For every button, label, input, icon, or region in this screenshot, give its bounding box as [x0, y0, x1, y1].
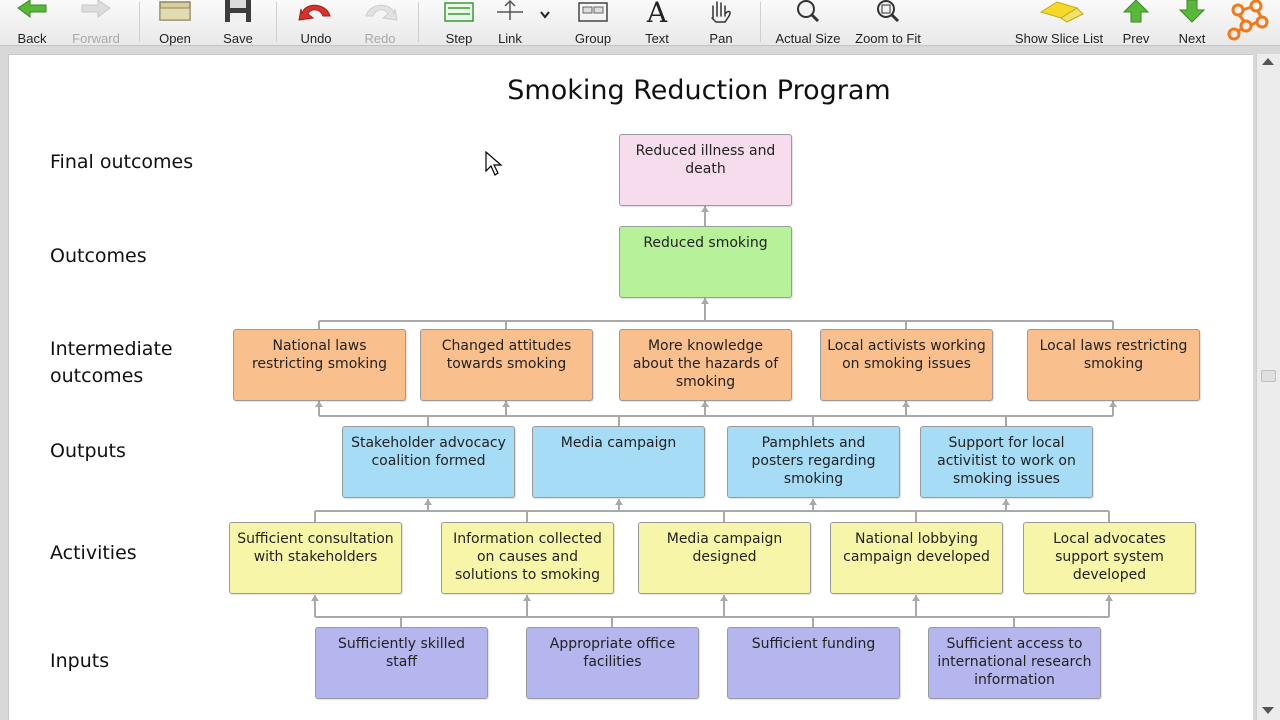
slice-list-icon	[1012, 0, 1106, 28]
magnifier-icon	[772, 0, 844, 28]
mouse-cursor-icon	[485, 150, 503, 181]
scrollbar-thumb[interactable]	[1261, 370, 1276, 382]
node-output[interactable]: Support for local activitist to work on …	[920, 426, 1093, 498]
back-button[interactable]: Back	[12, 0, 52, 46]
node-intermediate[interactable]: National laws restricting smoking	[233, 329, 406, 401]
node-input[interactable]: Sufficiently skilled staff	[315, 627, 488, 699]
redo-button[interactable]: Redo	[360, 0, 400, 46]
diagram-canvas[interactable]: Smoking Reduction Program Final outcomes…	[8, 54, 1253, 720]
prev-button[interactable]: Prev	[1118, 0, 1154, 46]
app-logo	[1226, 0, 1272, 46]
scroll-down-icon[interactable]	[1262, 707, 1274, 714]
arrow-left-icon	[12, 0, 52, 28]
next-button[interactable]: Next	[1174, 0, 1210, 46]
node-input[interactable]: Sufficient funding	[727, 627, 900, 699]
undo-button[interactable]: Undo	[296, 0, 336, 46]
node-intermediate[interactable]: Local laws restricting smoking	[1027, 329, 1200, 401]
text-button[interactable]: A Text	[638, 0, 676, 46]
open-button[interactable]: Open	[155, 0, 195, 46]
undo-arrow-icon	[296, 0, 336, 28]
toolbar-separator	[139, 2, 140, 42]
link-connector-icon	[492, 0, 528, 28]
node-intermediate[interactable]: Changed attitudes towards smoking	[420, 329, 593, 401]
chevron-down-icon	[536, 0, 554, 28]
step-button[interactable]: Step	[440, 0, 478, 46]
floppy-disk-icon	[218, 0, 258, 28]
toolbar-separator	[418, 2, 419, 42]
node-final-outcome[interactable]: Reduced illness and death	[619, 134, 792, 206]
link-dropdown[interactable]	[536, 0, 554, 46]
arrow-right-icon	[68, 0, 124, 28]
diagram-title: Smoking Reduction Program	[507, 75, 891, 106]
row-label-intermediate-line-1: Intermediate	[50, 338, 173, 360]
actual-size-button[interactable]: Actual Size	[772, 0, 844, 46]
row-label-intermediate-line-2: outcomes	[50, 365, 144, 387]
node-intermediate[interactable]: Local activists working on smoking issue…	[820, 329, 993, 401]
node-outcome[interactable]: Reduced smoking	[619, 226, 792, 298]
group-icon	[572, 0, 614, 28]
node-input[interactable]: Appropriate office facilities	[526, 627, 699, 699]
node-output[interactable]: Pamphlets and posters regarding smoking	[727, 426, 900, 498]
toolbar: Back Forward Open Save Undo Redo Step Li…	[0, 0, 1280, 46]
row-label-activities: Activities	[50, 542, 137, 564]
link-button[interactable]: Link	[492, 0, 528, 46]
node-activity[interactable]: Information collected on causes and solu…	[441, 522, 614, 594]
folder-icon	[155, 0, 195, 28]
node-activity[interactable]: National lobbying campaign developed	[830, 522, 1003, 594]
vertical-scrollbar[interactable]	[1256, 54, 1280, 720]
forward-button[interactable]: Forward	[68, 0, 124, 46]
hand-pan-icon	[702, 0, 740, 28]
row-label-outputs: Outputs	[50, 440, 126, 462]
zoom-to-fit-button[interactable]: Zoom to Fit	[852, 0, 924, 46]
row-label-intermediate-outcomes: Intermediate outcomes	[50, 336, 173, 390]
node-output[interactable]: Media campaign	[532, 426, 705, 498]
scroll-up-icon[interactable]	[1262, 58, 1274, 65]
redo-arrow-icon	[360, 0, 400, 28]
toolbar-separator	[760, 2, 761, 42]
save-button[interactable]: Save	[218, 0, 258, 46]
row-label-final-outcomes: Final outcomes	[50, 151, 194, 173]
node-activity[interactable]: Sufficient consultation with stakeholder…	[229, 522, 402, 594]
arrow-up-icon	[1118, 0, 1154, 28]
zoom-fit-icon	[852, 0, 924, 28]
arrow-down-icon	[1174, 0, 1210, 28]
row-label-inputs: Inputs	[50, 650, 110, 672]
node-activity[interactable]: Media campaign designed	[638, 522, 811, 594]
node-input[interactable]: Sufficient access to international resea…	[928, 627, 1101, 699]
node-output[interactable]: Stakeholder advocacy coalition formed	[342, 426, 515, 498]
text-letter-a-icon: A	[638, 0, 676, 29]
pan-button[interactable]: Pan	[702, 0, 740, 46]
show-slice-list-button[interactable]: Show Slice List	[1012, 0, 1106, 46]
group-button[interactable]: Group	[572, 0, 614, 46]
node-intermediate[interactable]: More knowledge about the hazards of smok…	[619, 329, 792, 401]
row-label-outcomes: Outcomes	[50, 245, 147, 267]
toolbar-separator	[276, 2, 277, 42]
network-logo-icon	[1226, 0, 1272, 42]
node-activity[interactable]: Local advocates support system developed	[1023, 522, 1196, 594]
connector-lines	[311, 206, 1117, 627]
step-icon	[440, 0, 478, 28]
svg-text:A: A	[646, 0, 668, 28]
